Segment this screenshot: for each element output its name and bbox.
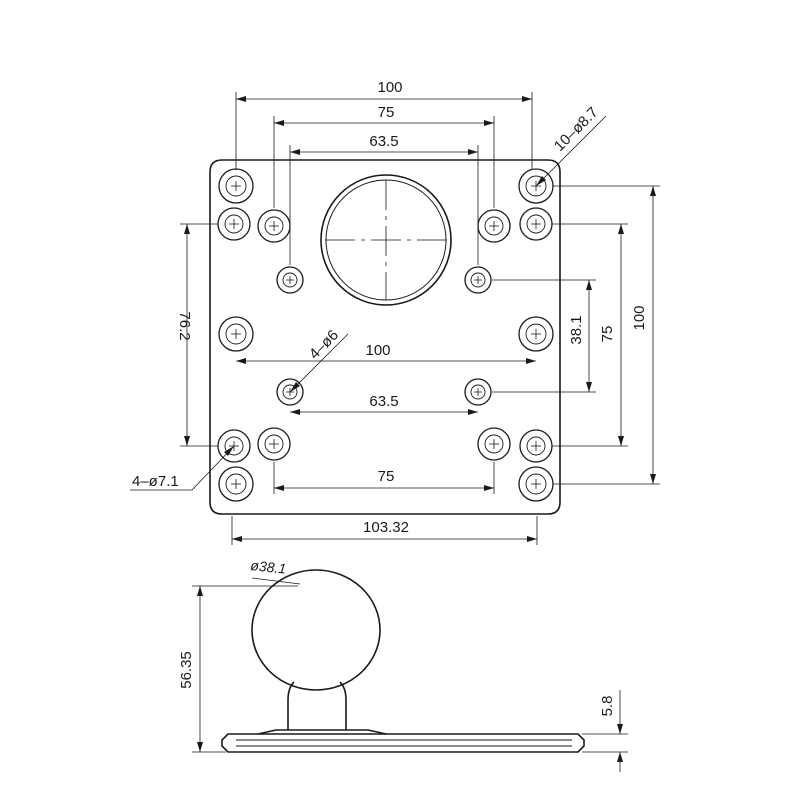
- dimension-bottom-75: [273, 462, 495, 494]
- dimension-mid-100: [236, 358, 536, 364]
- callout-label: 4–ø6: [306, 327, 342, 363]
- dimension-label: 38.1: [568, 315, 585, 344]
- dimension-label: 75: [378, 468, 395, 485]
- dimension-label: 103.32: [363, 519, 409, 536]
- dimension-plate-thickness: [582, 690, 628, 772]
- dimension-right-38-1: [492, 279, 596, 393]
- dimension-label: 76.2: [176, 311, 193, 340]
- side-boss: [257, 729, 387, 735]
- dimension-label: ø38.1: [250, 557, 287, 577]
- center-ball-top: [320, 174, 452, 306]
- side-ball: [251, 569, 381, 691]
- hole: [477, 209, 511, 243]
- dimension-overall-width: [231, 516, 538, 545]
- dimension-label: 63.5: [369, 133, 398, 150]
- dimension-side-height: [192, 585, 298, 753]
- hole: [464, 266, 492, 294]
- hole: [477, 427, 511, 461]
- callout-label: 4–ø7.1: [132, 473, 179, 490]
- dimension-label: 75: [599, 326, 616, 343]
- dimension-label: 100: [377, 79, 402, 96]
- hole: [518, 316, 554, 352]
- dimension-label: 5.8: [599, 696, 616, 717]
- callout-label: 10–ø8.7: [551, 104, 602, 155]
- hole: [257, 427, 291, 461]
- dimension-left-76-2: [180, 223, 218, 447]
- dimension-right-75: [552, 223, 628, 447]
- dimension-top-75: [273, 116, 495, 208]
- hole: [519, 207, 553, 241]
- plate-outline: [209, 159, 561, 515]
- dimension-label: 100: [365, 342, 390, 359]
- side-view: ø38.1 56.35 5.8: [178, 557, 628, 772]
- hole: [218, 466, 254, 502]
- hole: [464, 378, 492, 406]
- leader-4-holes-6: [289, 333, 349, 393]
- side-plate: [221, 733, 585, 753]
- hole: [518, 466, 554, 502]
- dimension-mid-63-5: [290, 409, 478, 415]
- leader-4-holes-7-1: [130, 445, 235, 491]
- hole: [218, 168, 254, 204]
- dimension-label: 75: [378, 104, 395, 121]
- leader-10-holes: [535, 115, 607, 187]
- dimension-top-100: [235, 92, 533, 170]
- hole: [276, 266, 304, 294]
- top-view: 100 75 63.5 10–ø8.7: [130, 79, 660, 545]
- hole: [217, 207, 251, 241]
- dimension-top-63-5: [289, 145, 479, 265]
- dimension-label: 63.5: [369, 393, 398, 410]
- hole: [519, 429, 553, 463]
- side-neck: [287, 681, 347, 730]
- hole: [218, 316, 254, 352]
- dimension-label: 56.35: [178, 651, 195, 689]
- hole: [257, 209, 291, 243]
- dimension-label: 100: [631, 305, 648, 330]
- dimension-right-100: [553, 185, 660, 485]
